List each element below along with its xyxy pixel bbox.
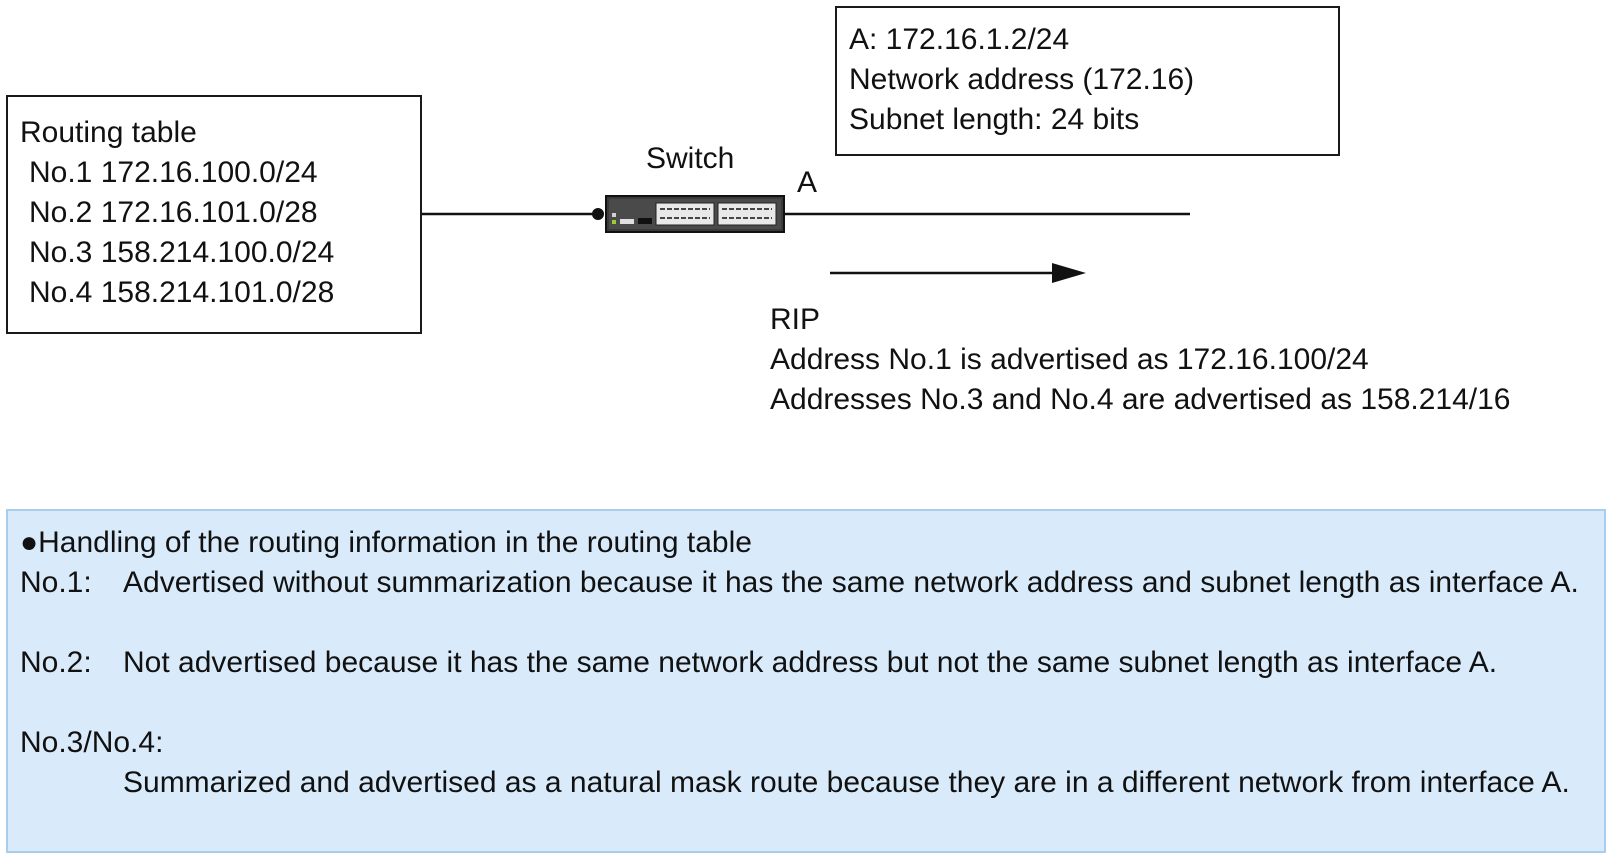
- routing-table-entry: No.2 172.16.101.0/28: [29, 196, 318, 229]
- note-panel: ●Handling of the routing information in …: [6, 509, 1606, 853]
- bullet-icon: ●: [20, 526, 39, 559]
- routing-table-entry: No.3 158.214.100.0/24: [29, 236, 335, 269]
- rip-line: Addresses No.3 and No.4 are advertised a…: [770, 383, 1511, 416]
- routing-table-box: Routing table No.1 172.16.100.0/24 No.2 …: [6, 95, 422, 334]
- interface-info-line: Subnet length: 24 bits: [849, 103, 1140, 136]
- note-item-text: Not advertised because it has the same n…: [123, 646, 1498, 679]
- note-item-text: Summarized and advertised as a natural m…: [123, 766, 1570, 799]
- interface-info-line: A: 172.16.1.2/24: [849, 23, 1070, 56]
- note-item-text: Advertised without summarization because…: [123, 566, 1579, 599]
- rip-line: Address No.1 is advertised as 172.16.100…: [770, 343, 1369, 376]
- rip-title: RIP: [770, 303, 821, 336]
- note-item-label: No.2:: [20, 646, 92, 679]
- switch-icon: [605, 195, 785, 233]
- routing-table-title: Routing table: [20, 116, 197, 149]
- interface-info-line: Network address (172.16): [849, 63, 1195, 96]
- interface-a-label: A: [797, 166, 818, 199]
- routing-table-entry: No.4 158.214.101.0/28: [29, 276, 335, 309]
- note-heading: ●Handling of the routing information in …: [20, 523, 752, 563]
- switch-label: Switch: [646, 142, 735, 175]
- interface-info-box: A: 172.16.1.2/24 Network address (172.16…: [835, 6, 1340, 156]
- note-heading-text: Handling of the routing information in t…: [38, 526, 752, 559]
- port-dot: [592, 208, 604, 220]
- note-item-label: No.3/No.4:: [20, 726, 164, 759]
- routing-table-entry: No.1 172.16.100.0/24: [29, 156, 318, 189]
- network-diagram: [422, 195, 1190, 283]
- rip-arrow-head: [1052, 263, 1086, 283]
- note-item-label: No.1:: [20, 566, 92, 599]
